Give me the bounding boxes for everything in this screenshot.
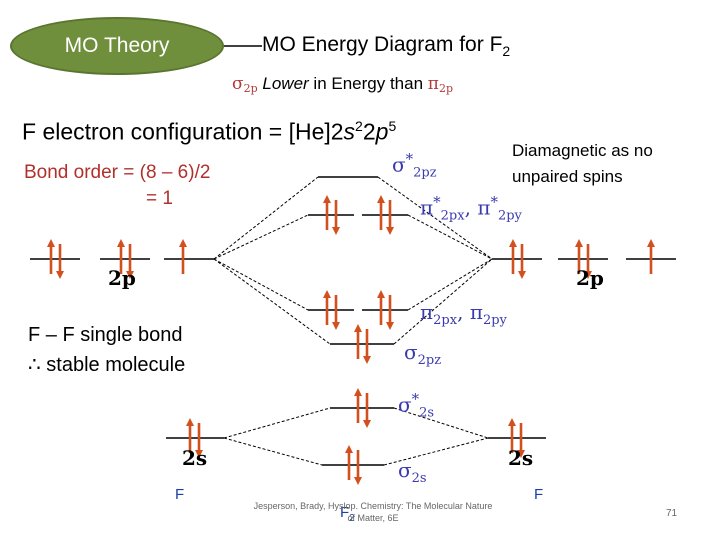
bond-order: Bond order = (8 – 6)/2 = 1 [24,160,210,212]
electron-configuration: F electron configuration = [He]2s22p5 [22,118,397,145]
diamagnetic-note: Diamagnetic as no unpaired spins [512,141,653,186]
bond-order-line-2: = 1 [146,188,173,209]
label-pi: π2px, π2py [420,300,507,328]
label-right-atom: F [534,486,544,503]
label-sigma-star-2pz: σ*2pz [392,150,437,181]
subtitle-rest: in Energy than [308,74,428,93]
page-number: 71 [666,508,678,519]
subtitle-sigma: σ [232,74,244,94]
correlation-lines [213,176,493,466]
single-bond-note: F – F single bond ∴ stable molecule [28,320,185,380]
label-molecule: F2 [340,504,355,524]
label-sigma-2pz: σ2pz [404,340,442,368]
label-right-2p: 2p [576,266,604,290]
single-bond-line-1: F – F single bond [28,324,183,346]
single-bond-line-2: ∴ stable molecule [28,354,186,376]
bond-order-line-1: Bond order = (8 – 6)/2 [24,162,211,183]
subtitle-lower: Lower [257,74,309,93]
subtitle-pi: π [427,74,439,94]
label-pi-star: π*2px, π*2py [420,193,522,224]
subtitle-sigma-sub: 2p [243,82,258,95]
slide-title-subscript: 2 [502,43,511,60]
citation: Jesperson, Brady, Hyslop. Chemistry: The… [253,501,493,523]
subtitle-pi-sub: 2p [438,82,453,95]
label-sigma-star-2s: σ*2s [398,390,435,421]
slide-title: MO Energy Diagram for F2 [262,33,511,60]
label-right-2s: 2s [508,446,534,470]
topic-badge-label: MO Theory [64,34,170,57]
slide-subtitle: σ2p Lower in Energy than π2p [232,74,453,95]
label-left-2p: 2p [108,266,136,290]
label-left-2s: 2s [182,446,208,470]
label-sigma-2s: σ2s [398,458,427,486]
topic-badge: MO Theory [10,17,224,75]
electron-arrows [47,195,655,485]
label-left-atom: F [175,486,185,503]
